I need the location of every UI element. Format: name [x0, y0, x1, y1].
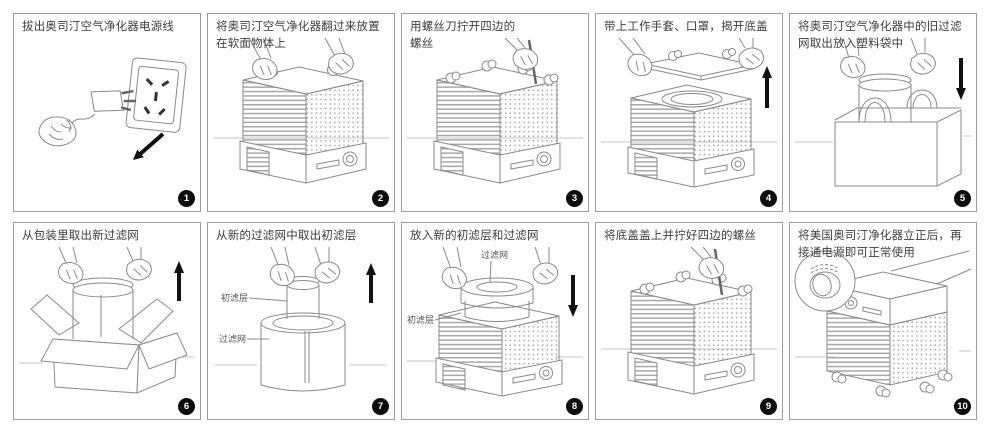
flip-purifier-illustration [213, 38, 389, 184]
step-number-badge: 9 [760, 398, 777, 415]
step-panel-10: 将美国奥司汀净化器立正后，再接通电源即可正常使用 [789, 221, 977, 420]
step-number-badge: 6 [178, 398, 195, 415]
step-panel-9: 将底盖盖上并拧好四边的螺丝 9 [595, 221, 783, 420]
reattach-cover-illustration [601, 246, 777, 395]
step-panel-1: 拔出奥司汀空气净化器电源线 1 [13, 13, 201, 212]
step-caption: 从新的过滤网中取出初滤层 [216, 229, 357, 242]
unscrew-screws-illustration [407, 38, 583, 184]
step-number-badge: 8 [566, 398, 583, 415]
remove-prefilter-illustration: 初滤层 过滤网 [215, 246, 387, 391]
remove-bottom-cover-illustration [601, 38, 777, 188]
unplug-power-cord-illustration [38, 57, 187, 160]
step-caption: 将奥司汀空气净化器翻过来放置在软面物体上 [216, 21, 380, 51]
prefilter-label: 初滤层 [221, 292, 248, 303]
step-number-badge: 10 [954, 398, 971, 415]
step-caption: 将美国奥司汀净化器立正后，再接通电源即可正常使用 [798, 229, 962, 259]
step-number-badge: 7 [372, 398, 389, 415]
step-panel-5: 将奥司汀空气净化器中的旧过滤网取出放入塑料袋中 5 [789, 13, 977, 212]
filter-label: 过滤网 [219, 333, 246, 344]
step-number-badge: 1 [178, 189, 195, 207]
step-panel-8: 放入新的初滤层和过滤网 过滤网 初滤层 [401, 221, 589, 420]
insert-filter-illustration: 过滤网 初滤层 [407, 246, 583, 397]
step-panel-2: 将奥司汀空气净化器翻过来放置在软面物体上 2 [207, 13, 395, 212]
step-caption: 将底盖盖上并拧好四边的螺丝 [604, 229, 757, 242]
knob-magnifier-circle [794, 250, 856, 311]
step-panel-4: 带上工作手套、口罩，揭开底盖 [595, 13, 783, 212]
new-filter-from-box-illustration [19, 246, 195, 394]
step-caption: 放入新的初滤层和过滤网 [410, 229, 539, 242]
step-number-badge: 3 [566, 189, 583, 207]
step-panel-6: 从包装里取出新过滤网 6 [13, 221, 201, 420]
step-caption: 拔出奥司汀空气净化器电源线 [22, 21, 175, 33]
old-filter-into-bag-illustration [795, 38, 971, 187]
upright-purifier-illustration [794, 250, 972, 397]
step-number-badge: 5 [954, 189, 971, 207]
step-caption: 带上工作手套、口罩，揭开底盖 [604, 21, 768, 33]
step-caption: 从包装里取出新过滤网 [22, 229, 139, 242]
step-number-badge: 4 [760, 189, 777, 207]
step-caption: 将奥司汀空气净化器中的旧过滤网取出放入塑料袋中 [798, 21, 962, 51]
step-number-badge: 2 [372, 189, 389, 207]
step-panel-3: 用螺丝刀拧开四边的螺丝 3 [401, 13, 589, 212]
prefilter-label: 初滤层 [407, 314, 434, 325]
step-caption: 用螺丝刀拧开四边的螺丝 [410, 21, 516, 51]
instruction-grid: 拔出奥司汀空气净化器电源线 1 [13, 13, 977, 420]
step-panel-7: 从新的过滤网中取出初滤层 初滤层 过滤网 [207, 221, 395, 420]
filter-label: 过滤网 [481, 249, 508, 260]
